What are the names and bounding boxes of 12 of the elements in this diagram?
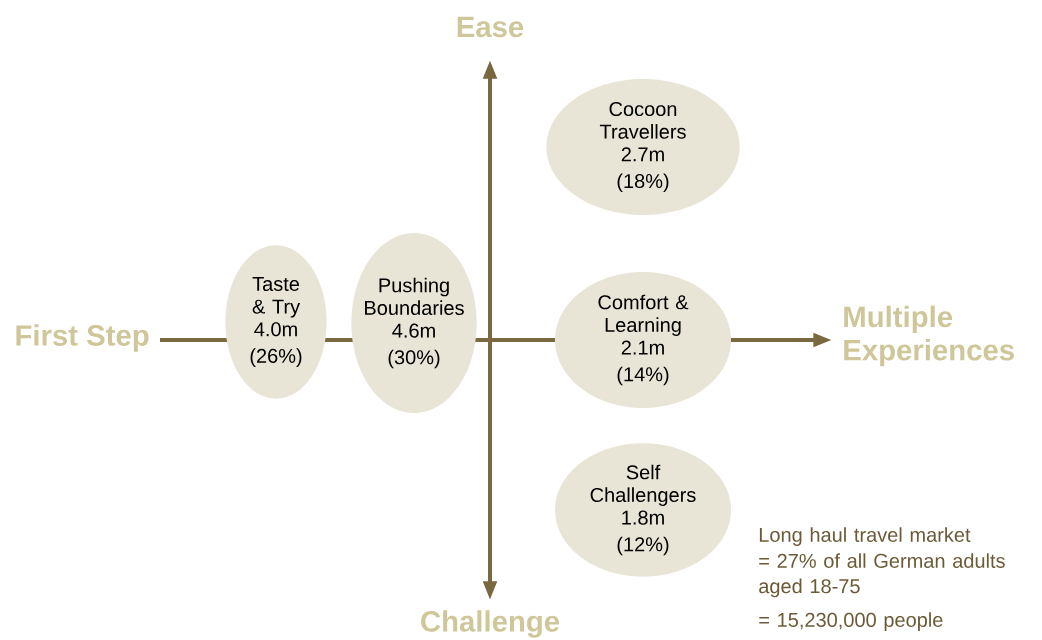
ellipse-node: Self Challengers 1.8m (12%) (555, 443, 731, 577)
ellipse-node: Cocoon Travellers 2.7m (18%) (546, 79, 740, 215)
axis-label: Ease (457, 16, 524, 38)
note-text: = 15,230,000 people (759, 612, 943, 631)
note-text: Long haul travel market (759, 527, 971, 546)
ellipse-node: Comfort & Learning 2.1m (14%) (555, 272, 731, 408)
ellipse-node: Pushing Boundaries 4.6m (30%) (351, 233, 477, 413)
note-text: = 27% of all German adults aged 18-75 (759, 553, 1005, 598)
axis-label: First Step (16, 324, 149, 352)
axis-label: Challenge (421, 610, 560, 638)
ellipse-node: Taste & Try 4.0m (26%) (225, 245, 327, 399)
axis-label: Multiple Experiences (844, 305, 1014, 367)
